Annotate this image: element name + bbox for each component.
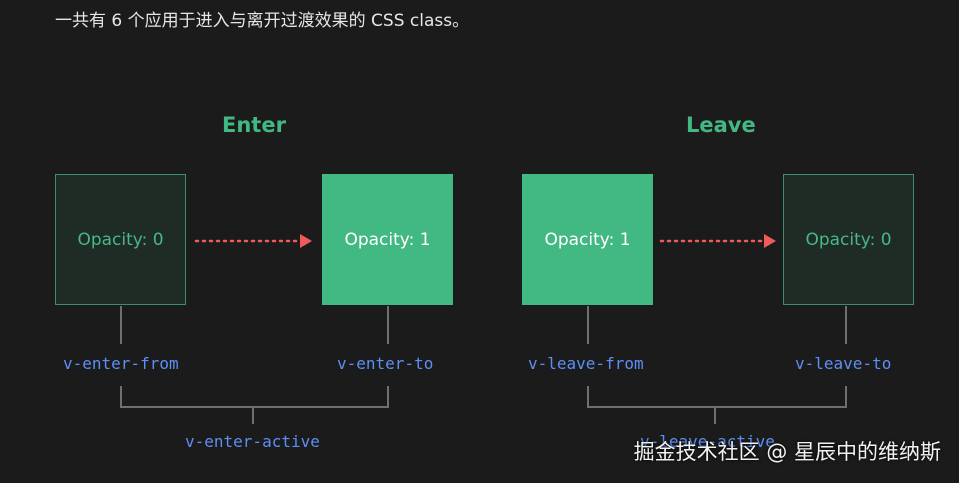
leave-bracket-left — [587, 386, 589, 408]
enter-bracket-right — [387, 386, 389, 408]
leave-to-connector — [845, 306, 847, 344]
leave-bracket-bottom — [587, 406, 847, 408]
enter-to-box: Opacity: 1 — [322, 174, 453, 305]
intro-text: 一共有 6 个应用于进入与离开过渡效果的 CSS class。 — [55, 11, 470, 31]
enter-title: Enter — [222, 113, 286, 137]
watermark: 掘金技术社区 @ 星辰中的维纳斯 — [633, 440, 941, 464]
leave-to-box: Opacity: 0 — [783, 174, 914, 305]
enter-from-box: Opacity: 0 — [55, 174, 186, 305]
leave-active-class: v-leave-active — [640, 432, 775, 451]
enter-from-box-label: Opacity: 0 — [77, 229, 164, 250]
enter-from-class: v-enter-from — [63, 354, 179, 373]
enter-to-class: v-enter-to — [337, 354, 434, 373]
leave-to-box-label: Opacity: 0 — [805, 229, 892, 250]
enter-from-connector — [120, 306, 122, 344]
leave-from-box: Opacity: 1 — [522, 174, 653, 305]
leave-from-box-label: Opacity: 1 — [544, 229, 631, 250]
enter-active-class: v-enter-active — [185, 432, 320, 451]
enter-to-box-label: Opacity: 1 — [344, 229, 431, 250]
enter-bracket-bottom — [120, 406, 389, 408]
leave-title: Leave — [686, 113, 756, 137]
enter-bracket-left — [120, 386, 122, 408]
enter-arrow — [194, 234, 312, 248]
leave-to-class: v-leave-to — [795, 354, 892, 373]
leave-from-connector — [587, 306, 589, 344]
leave-bracket-right — [845, 386, 847, 408]
enter-to-connector — [387, 306, 389, 344]
leave-from-class: v-leave-from — [528, 354, 644, 373]
leave-arrow — [659, 234, 776, 248]
leave-bracket-stem — [714, 406, 716, 424]
enter-bracket-stem — [252, 406, 254, 424]
